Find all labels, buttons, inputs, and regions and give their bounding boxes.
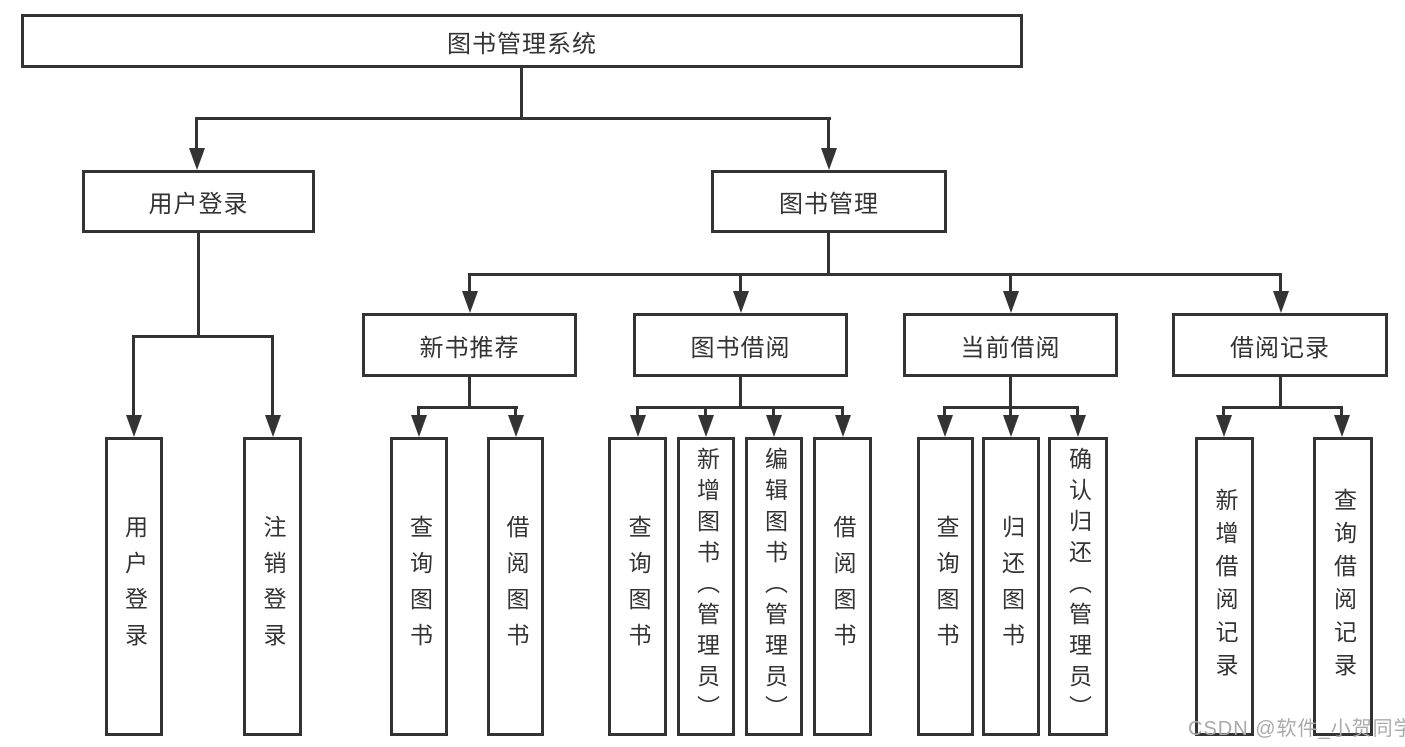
connector-line bbox=[739, 377, 742, 406]
node-new-book-recommend: 新书推荐 bbox=[362, 313, 577, 377]
connector-line bbox=[271, 335, 274, 415]
connector-line bbox=[704, 406, 707, 415]
leaf-nb-query-books-label: 查询图书 bbox=[406, 514, 433, 659]
leaf-br-query-record: 查询借阅记录 bbox=[1313, 437, 1373, 736]
leaf-bb-query-books-label: 查询图书 bbox=[625, 514, 651, 659]
arrowhead-icon bbox=[462, 291, 478, 313]
node-current-borrow: 当前借阅 bbox=[903, 313, 1118, 377]
arrowhead-icon bbox=[508, 415, 524, 437]
connector-line bbox=[132, 335, 274, 338]
connector-line bbox=[636, 406, 639, 415]
arrowhead-icon bbox=[821, 148, 837, 170]
leaf-bb-edit-books-admin-label: 编辑图书（管理员） bbox=[761, 447, 788, 726]
leaf-user-login-label: 用户登录 bbox=[121, 514, 148, 659]
arrowhead-icon bbox=[265, 415, 281, 437]
arrowhead-icon bbox=[411, 415, 427, 437]
leaf-user-login: 用户登录 bbox=[105, 437, 163, 736]
connector-line bbox=[1009, 273, 1012, 291]
leaf-cb-confirm-return-admin-label: 确认归还（管理员） bbox=[1065, 447, 1092, 726]
arrowhead-icon bbox=[126, 415, 142, 437]
connector-line bbox=[1222, 406, 1225, 415]
arrowhead-icon bbox=[698, 415, 714, 437]
connector-line bbox=[827, 233, 830, 273]
connector-line bbox=[195, 117, 198, 150]
connector-line bbox=[132, 335, 135, 415]
connector-line bbox=[1340, 406, 1343, 415]
csdn-watermark: CSDN @软件_小贺同学 bbox=[1188, 718, 1405, 740]
node-book-management-label: 图书管理 bbox=[779, 191, 879, 218]
leaf-cb-query-books-label: 查询图书 bbox=[933, 514, 959, 659]
leaf-br-add-record-label: 新增借阅记录 bbox=[1212, 487, 1238, 686]
connector-line bbox=[1279, 377, 1282, 406]
connector-line bbox=[468, 273, 1282, 276]
node-root-label: 图书管理系统 bbox=[447, 30, 597, 58]
leaf-cb-query-books: 查询图书 bbox=[917, 437, 974, 736]
node-book-borrow: 图书借阅 bbox=[633, 313, 848, 377]
connector-line bbox=[468, 273, 471, 291]
connector-line bbox=[827, 117, 830, 150]
node-book-management: 图书管理 bbox=[711, 170, 947, 233]
arrowhead-icon bbox=[1070, 415, 1086, 437]
node-root: 图书管理系统 bbox=[21, 14, 1023, 68]
connector-line bbox=[1009, 377, 1012, 406]
leaf-bb-borrow-books: 借阅图书 bbox=[813, 437, 872, 736]
leaf-br-query-record-label: 查询借阅记录 bbox=[1330, 487, 1357, 686]
connector-line bbox=[739, 273, 742, 291]
leaf-nb-borrow-books-label: 借阅图书 bbox=[503, 514, 529, 659]
arrowhead-icon bbox=[835, 415, 851, 437]
connector-line bbox=[1222, 406, 1343, 409]
connector-line bbox=[841, 406, 844, 415]
leaf-bb-add-books-admin: 新增图书（管理员） bbox=[677, 437, 735, 736]
node-current-borrow-label: 当前借阅 bbox=[960, 334, 1061, 362]
connector-line bbox=[417, 406, 420, 415]
connector-line bbox=[1009, 406, 1012, 415]
node-user-login: 用户登录 bbox=[82, 170, 315, 233]
connector-line bbox=[1076, 406, 1079, 415]
arrowhead-icon bbox=[1003, 291, 1019, 313]
connector-line bbox=[468, 377, 471, 406]
connector-line bbox=[943, 406, 946, 415]
connector-line bbox=[636, 406, 844, 409]
node-user-login-label: 用户登录 bbox=[148, 191, 249, 218]
node-new-book-recommend-label: 新书推荐 bbox=[419, 334, 520, 362]
connector-line bbox=[1279, 273, 1282, 291]
arrowhead-icon bbox=[630, 415, 646, 437]
leaf-nb-query-books: 查询图书 bbox=[390, 437, 448, 736]
leaf-cb-return-books-label: 归还图书 bbox=[998, 514, 1025, 659]
arrowhead-icon bbox=[1216, 415, 1232, 437]
leaf-logout-label: 注销登录 bbox=[260, 514, 286, 659]
arrowhead-icon bbox=[937, 415, 953, 437]
leaf-logout: 注销登录 bbox=[243, 437, 302, 736]
connector-line bbox=[772, 406, 775, 415]
leaf-cb-return-books: 归还图书 bbox=[982, 437, 1040, 736]
leaf-bb-borrow-books-label: 借阅图书 bbox=[830, 514, 856, 659]
leaf-br-add-record: 新增借阅记录 bbox=[1195, 437, 1254, 736]
node-borrow-records: 借阅记录 bbox=[1172, 313, 1388, 377]
arrowhead-icon bbox=[189, 148, 205, 170]
arrowhead-icon bbox=[1334, 415, 1350, 437]
leaf-bb-add-books-admin-label: 新增图书（管理员） bbox=[693, 447, 720, 726]
leaf-cb-confirm-return-admin: 确认归还（管理员） bbox=[1048, 437, 1108, 736]
leaf-bb-query-books: 查询图书 bbox=[608, 437, 667, 736]
leaf-bb-edit-books-admin: 编辑图书（管理员） bbox=[745, 437, 803, 736]
arrowhead-icon bbox=[1003, 415, 1019, 437]
node-borrow-records-label: 借阅记录 bbox=[1230, 334, 1330, 362]
connector-line bbox=[520, 68, 523, 117]
connector-line bbox=[417, 406, 518, 409]
leaf-nb-borrow-books: 借阅图书 bbox=[487, 437, 544, 736]
connector-line bbox=[195, 117, 831, 120]
connector-line bbox=[197, 233, 200, 335]
node-book-borrow-label: 图书借阅 bbox=[690, 334, 791, 362]
arrowhead-icon bbox=[1273, 291, 1289, 313]
connector-line bbox=[514, 406, 517, 415]
arrowhead-icon bbox=[766, 415, 782, 437]
arrowhead-icon bbox=[733, 291, 749, 313]
